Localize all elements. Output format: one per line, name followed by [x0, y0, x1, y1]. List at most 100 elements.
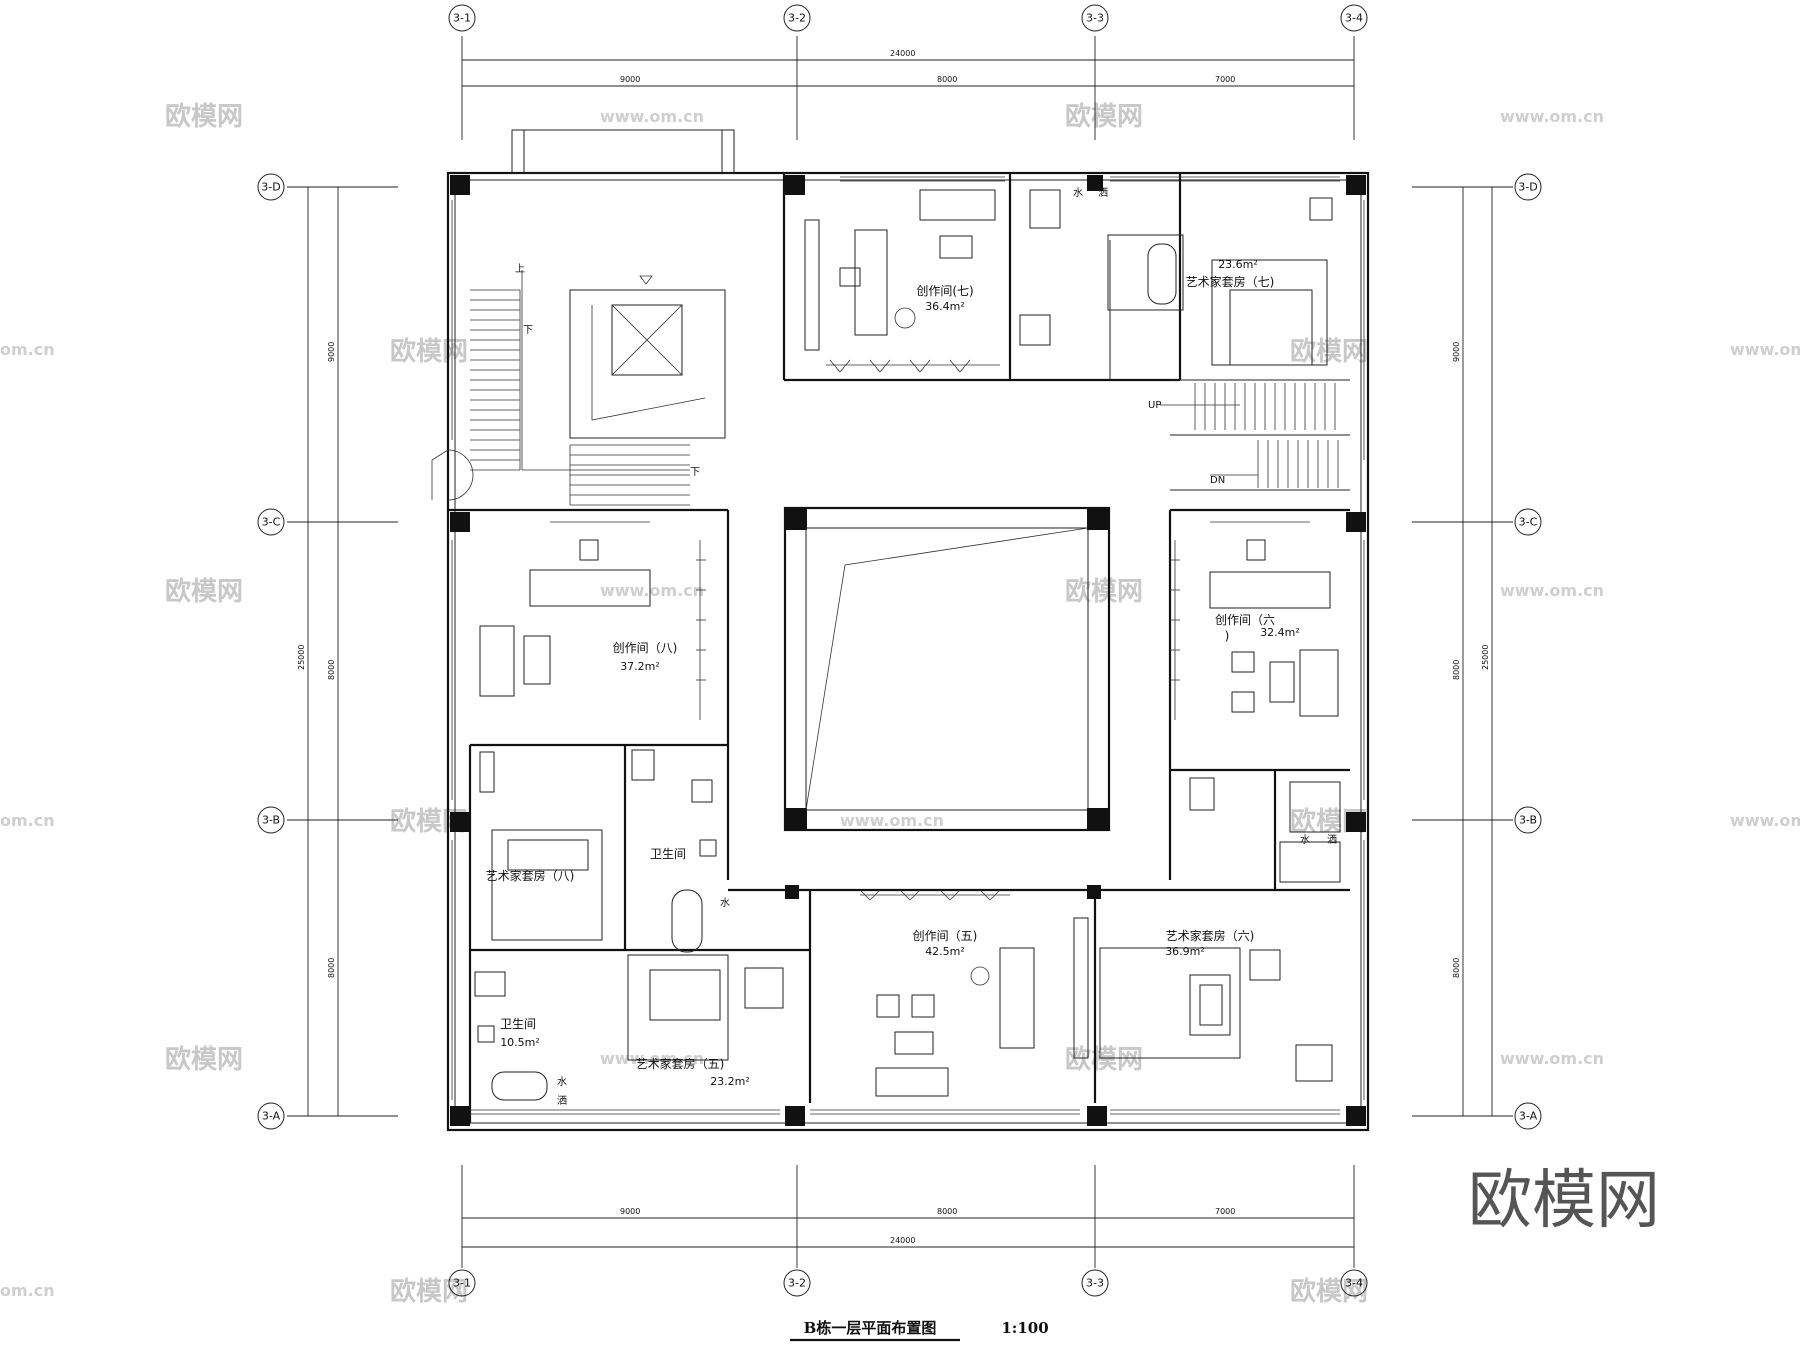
- dimension-segment: 9000: [1452, 342, 1461, 362]
- watermark-url: www.om.cn: [1500, 581, 1604, 600]
- axis-bubbles-bottom: 3-1 3-2 3-3 3-4: [448, 1269, 1368, 1297]
- fixture-label: 洒: [1327, 833, 1337, 846]
- secondary-stair: UP DN: [1148, 383, 1339, 488]
- main-stair: 上 下 下: [431, 263, 726, 506]
- stair-down-label: 下: [523, 325, 533, 336]
- room-name-2: ): [1225, 629, 1230, 643]
- room-name: 艺术家套房（七): [1186, 274, 1275, 289]
- room-area: 23.2m²: [710, 1075, 750, 1088]
- axis-label: 3-C: [262, 516, 281, 529]
- dimensions-top: 24000 9000 8000 7000: [462, 49, 1354, 87]
- fixture-label: 水: [1073, 187, 1083, 199]
- axis-label: 3-3: [1086, 1277, 1104, 1290]
- watermark-url: www.om.cn: [600, 107, 704, 126]
- dimension-segment: 7000: [1215, 75, 1235, 84]
- watermark: 欧模网: [390, 336, 468, 367]
- dimension-segment: 7000: [1215, 1207, 1235, 1216]
- fixture-label: 洒: [557, 1094, 567, 1107]
- axis-label: 3-C: [1519, 516, 1538, 529]
- axis-label: 3-A: [262, 1110, 281, 1123]
- watermark: 欧模网: [1290, 336, 1368, 367]
- dimension-segment: 9000: [620, 1207, 640, 1216]
- brand-logo: 欧模网: [1468, 1164, 1660, 1238]
- door-marks: [696, 359, 1180, 901]
- watermark: 欧模网: [1065, 1044, 1143, 1075]
- stair-down-label: 下: [690, 467, 700, 478]
- room-name: 创作间（六: [1215, 613, 1275, 627]
- axis-label: 3-A: [1519, 1110, 1538, 1123]
- watermark-url: om.cn: [0, 811, 55, 830]
- watermark-url: om.cn: [0, 340, 55, 359]
- dimension-total: 25000: [297, 645, 306, 670]
- dimension-segment: 8000: [1452, 958, 1461, 978]
- room-suite-5: 艺术家套房（五) 23.2m²: [627, 954, 784, 1088]
- room-suite-6: 艺术家套房（六) 36.9m² 水 洒 水: [720, 777, 1341, 1082]
- watermark-url: www.om.cn: [1500, 1049, 1604, 1068]
- watermark-url: www.om.cn: [600, 1049, 704, 1068]
- axis-bubbles-left: 3-D 3-C 3-B 3-A: [257, 173, 285, 1130]
- dimension-segment: 9000: [620, 75, 640, 84]
- room-name: 艺术家套房（八): [486, 868, 575, 883]
- watermark: 欧模网: [1290, 1276, 1368, 1307]
- dimension-total: 25000: [1481, 645, 1490, 670]
- drawing-title-block: B栋一层平面布置图 1:100: [790, 1319, 1049, 1342]
- room-area: 10.5m²: [500, 1036, 540, 1049]
- axis-label: 3-4: [1345, 12, 1363, 25]
- axis-bubbles-top: 3-1 3-2 3-3 3-4: [448, 4, 1368, 32]
- fixture-label: 洒: [1098, 186, 1108, 199]
- room-name: 创作间（八): [613, 641, 678, 655]
- dimension-total: 24000: [890, 49, 915, 58]
- axis-label: 3-B: [1519, 814, 1537, 827]
- dimension-segment: 8000: [937, 75, 957, 84]
- watermark: 欧模网: [165, 576, 243, 607]
- room-name: 创作间(七): [916, 284, 973, 298]
- dimension-total: 24000: [890, 1236, 915, 1245]
- dimensions-left: 25000 9000 8000 8000: [297, 187, 339, 1116]
- room-suite-7: 23.6m² 艺术家套房（七) 水 洒: [1019, 186, 1333, 366]
- drawing-title: B栋一层平面布置图: [804, 1319, 937, 1337]
- watermark: 欧模网: [390, 1276, 468, 1307]
- room-area: 42.5m²: [925, 945, 965, 958]
- room-name: 艺术家套房（五): [636, 1056, 725, 1071]
- axis-label: 3-1: [453, 12, 471, 25]
- room-area: 23.6m²: [1218, 258, 1258, 271]
- room-studio-8: 创作间（八) 37.2m²: [479, 521, 701, 720]
- room-area: 36.4m²: [925, 300, 965, 313]
- dimensions-bottom: 9000 8000 7000 24000: [462, 1207, 1354, 1248]
- axis-label: 3-D: [1518, 181, 1537, 194]
- room-name: 创作间（五): [913, 929, 978, 943]
- dimension-segment: 8000: [327, 660, 336, 680]
- axis-label: 3-3: [1086, 12, 1104, 25]
- stair-up-label: UP: [1148, 400, 1161, 411]
- courtyard: [783, 506, 1111, 832]
- stair-up-label: 上: [515, 263, 525, 275]
- fixture-label: 水: [557, 1076, 567, 1088]
- dimensions-right: 9000 8000 8000 25000: [1452, 187, 1493, 1116]
- dimension-segment: 8000: [1452, 660, 1461, 680]
- windows: [451, 176, 1365, 1115]
- axis-label: 3-2: [788, 1277, 806, 1290]
- room-name: 卫生间: [500, 1017, 536, 1031]
- axis-label: 3-D: [261, 181, 280, 194]
- room-studio-6: 创作间（六 ) 32.4m²: [1174, 521, 1339, 720]
- room-area: 36.9m²: [1165, 945, 1205, 958]
- watermark-url: www.om.cn: [1730, 340, 1800, 359]
- watermark-url: www.om.cn: [840, 811, 944, 830]
- stair-down-label: DN: [1210, 475, 1225, 486]
- structural-columns: [450, 175, 1366, 1126]
- building-walls: [446, 129, 1370, 1132]
- axis-bubbles-right: 3-D 3-C 3-B 3-A: [1514, 173, 1542, 1130]
- room-area: 37.2m²: [620, 660, 660, 673]
- axis-label: 3-4: [1345, 1277, 1363, 1290]
- watermark-url: www.om.cn: [1730, 811, 1800, 830]
- dimension-segment: 9000: [327, 342, 336, 362]
- fixture-label: 水: [720, 897, 730, 909]
- watermark: 欧模网: [1065, 576, 1143, 607]
- watermarks: 欧模网 欧模网 www.om.cn www.om.cn 欧模网 欧模网 om.c…: [0, 101, 1800, 1307]
- axis-lines: [287, 36, 1513, 1268]
- watermark-url: www.om.cn: [600, 581, 704, 600]
- fixture-label: 水: [1300, 834, 1310, 846]
- room-bath-lower: 卫生间 10.5m² 水 洒: [474, 971, 567, 1107]
- axis-label: 3-2: [788, 12, 806, 25]
